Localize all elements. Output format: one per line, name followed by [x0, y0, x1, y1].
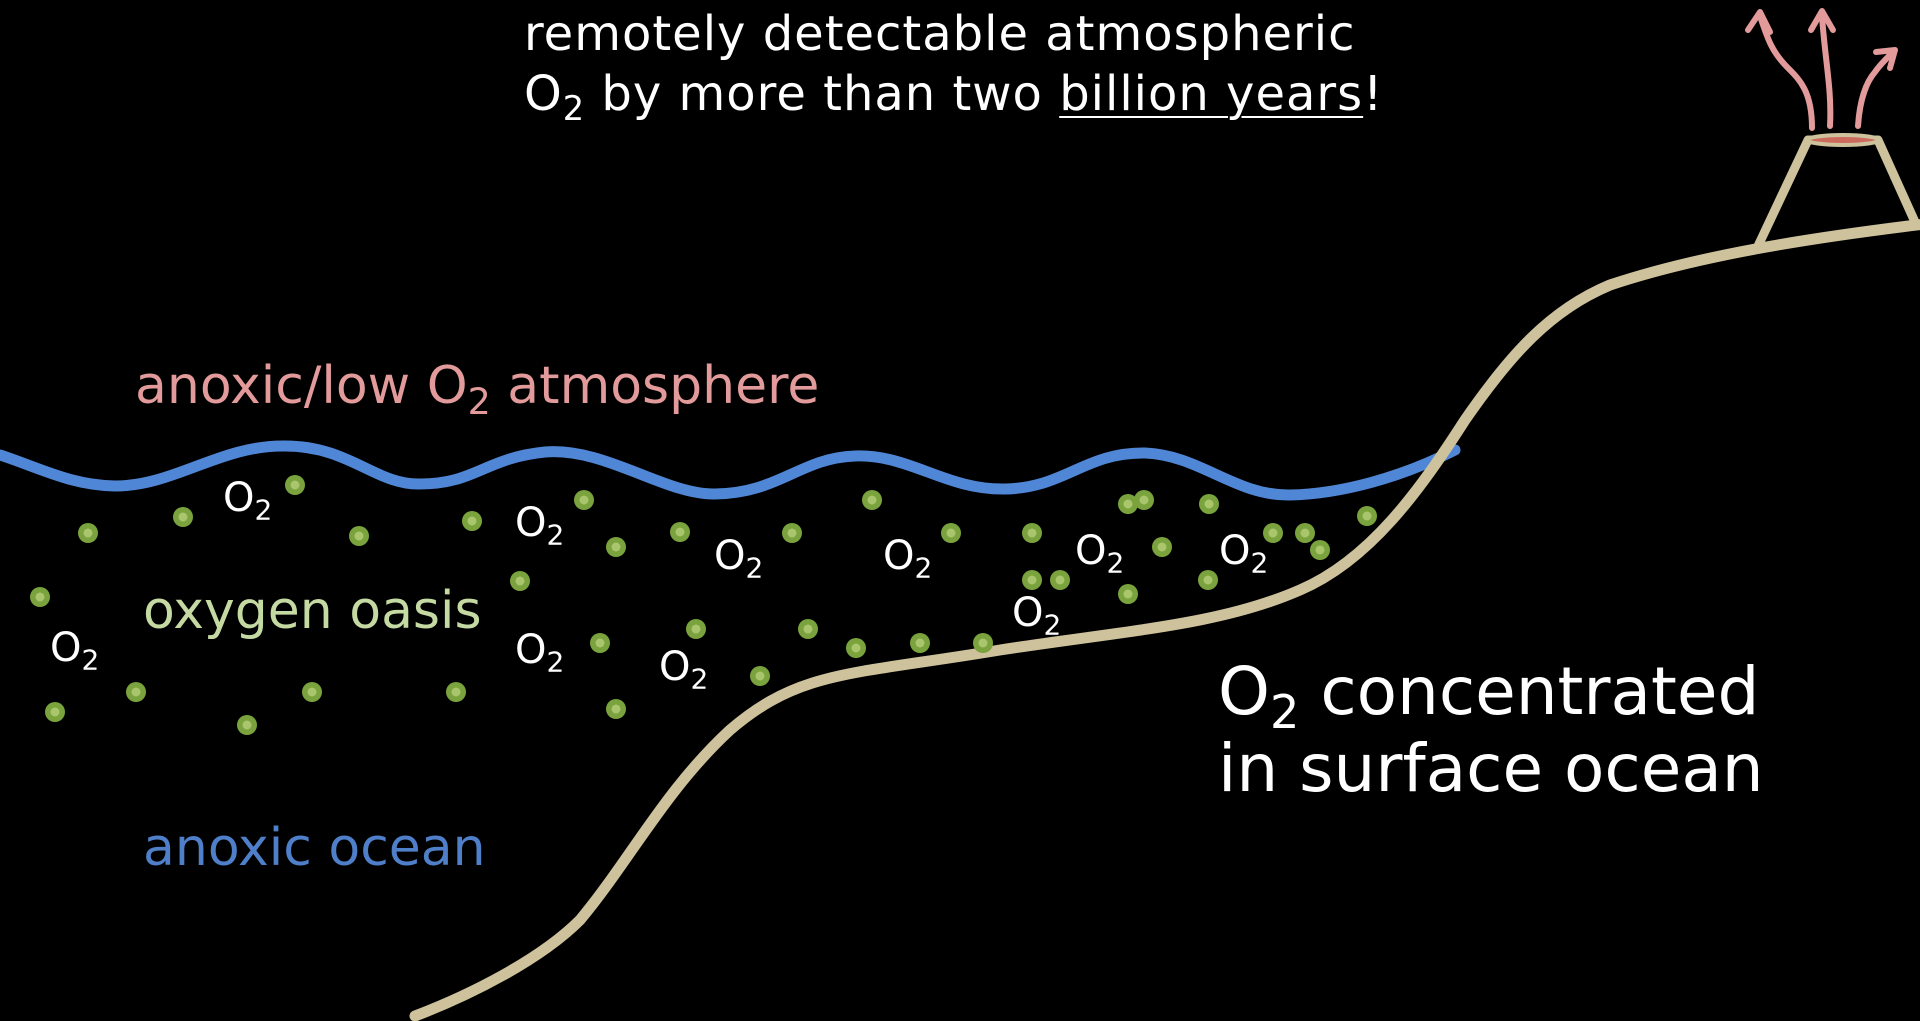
oxygen-bubble-icon [862, 490, 882, 510]
oxygen-bubble-icon [973, 633, 993, 653]
oxygen-oasis-label: oxygen oasis [143, 581, 482, 641]
gas-arrow-icon [1745, 8, 1898, 131]
oxygen-bubble-icon [78, 523, 98, 543]
header-mid: by more than two [585, 66, 1060, 122]
oxygen-bubble-icon [941, 523, 961, 543]
oxygen-bubble-icon [285, 475, 305, 495]
oxygen-bubble-icon [606, 537, 626, 557]
o2-concentrated-line-2: in surface ocean [1218, 729, 1764, 807]
o2-marker: O2 [515, 500, 565, 552]
oxygen-bubble-icon [606, 699, 626, 719]
o2-marker: O2 [223, 475, 273, 527]
o2-marker: O2 [1219, 528, 1269, 580]
oxygen-bubble-icon [1357, 506, 1377, 526]
o2-marker: O2 [659, 644, 709, 696]
atmosphere-label: anoxic/low O2 atmosphere [135, 360, 819, 420]
atmosphere-label-post: atmosphere [490, 356, 820, 416]
oxygen-bubble-icon [686, 619, 706, 639]
header-line-2: O2 by more than two billion years! [524, 70, 1383, 125]
oxygen-bubble-icon [446, 682, 466, 702]
atmosphere-label-pre: anoxic/low O [135, 356, 468, 416]
o2-marker: O2 [714, 533, 764, 585]
oxygen-bubble-icon [1022, 570, 1042, 590]
land-profile [409, 219, 1920, 1021]
concentrated-rest: concentrated [1299, 653, 1760, 730]
oxygen-bubble-icon [302, 682, 322, 702]
oxygen-bubble-icon [1310, 540, 1330, 560]
oxygen-bubble-icon [670, 522, 690, 542]
oxygen-bubble-icon [1152, 537, 1172, 557]
oxygen-bubble-icon [462, 511, 482, 531]
concentrated-o: O [1218, 653, 1270, 730]
o2-marker: O2 [50, 625, 100, 677]
oxygen-bubbles [30, 475, 1377, 735]
volcano-icon [1753, 133, 1920, 248]
oxygen-bubble-icon [126, 682, 146, 702]
oxygen-bubble-icon [173, 507, 193, 527]
o2-concentrated-line-1: O2 concentrated [1218, 653, 1764, 735]
oxygen-bubble-icon [1118, 584, 1138, 604]
oxygen-bubble-icon [510, 571, 530, 591]
oxygen-bubble-icon [349, 526, 369, 546]
header-line-1: remotely detectable atmospheric [524, 6, 1356, 62]
oxygen-bubble-icon [1295, 523, 1315, 543]
header-underlined: billion years [1059, 66, 1364, 122]
o2-marker: O2 [1075, 528, 1125, 580]
o2-marker: O2 [515, 627, 565, 679]
oxygen-bubble-icon [1198, 570, 1218, 590]
oxygen-bubble-icon [846, 638, 866, 658]
header-o: O [524, 66, 563, 122]
o2-marker: O2 [883, 533, 933, 585]
o2-concentrated-label: O2 concentrated in surface ocean [1218, 653, 1764, 807]
oxygen-bubble-icon [1134, 490, 1154, 510]
o2-marker: O2 [1012, 590, 1062, 642]
oxygen-bubble-icon [782, 523, 802, 543]
ocean-surface-wave [0, 440, 1461, 501]
oxygen-bubble-icon [1199, 494, 1219, 514]
oxygen-bubble-icon [798, 619, 818, 639]
oxygen-bubble-icon [750, 666, 770, 686]
header-end: ! [1363, 66, 1384, 122]
oxygen-bubble-icon [574, 490, 594, 510]
oxygen-bubble-icon [590, 633, 610, 653]
header-o-sub: 2 [562, 89, 586, 129]
anoxic-ocean-label: anoxic ocean [143, 818, 486, 878]
atmosphere-label-sub: 2 [467, 379, 491, 423]
oxygen-bubble-icon [1022, 523, 1042, 543]
oxygen-bubble-icon [1263, 523, 1283, 543]
oxygen-bubble-icon [30, 587, 50, 607]
oxygen-bubble-icon [45, 702, 65, 722]
oxygen-bubble-icon [1050, 570, 1070, 590]
oxygen-bubble-icon [910, 633, 930, 653]
oxygen-bubble-icon [1118, 494, 1138, 514]
oxygen-bubble-icon [237, 715, 257, 735]
concentrated-o-sub: 2 [1269, 684, 1300, 739]
